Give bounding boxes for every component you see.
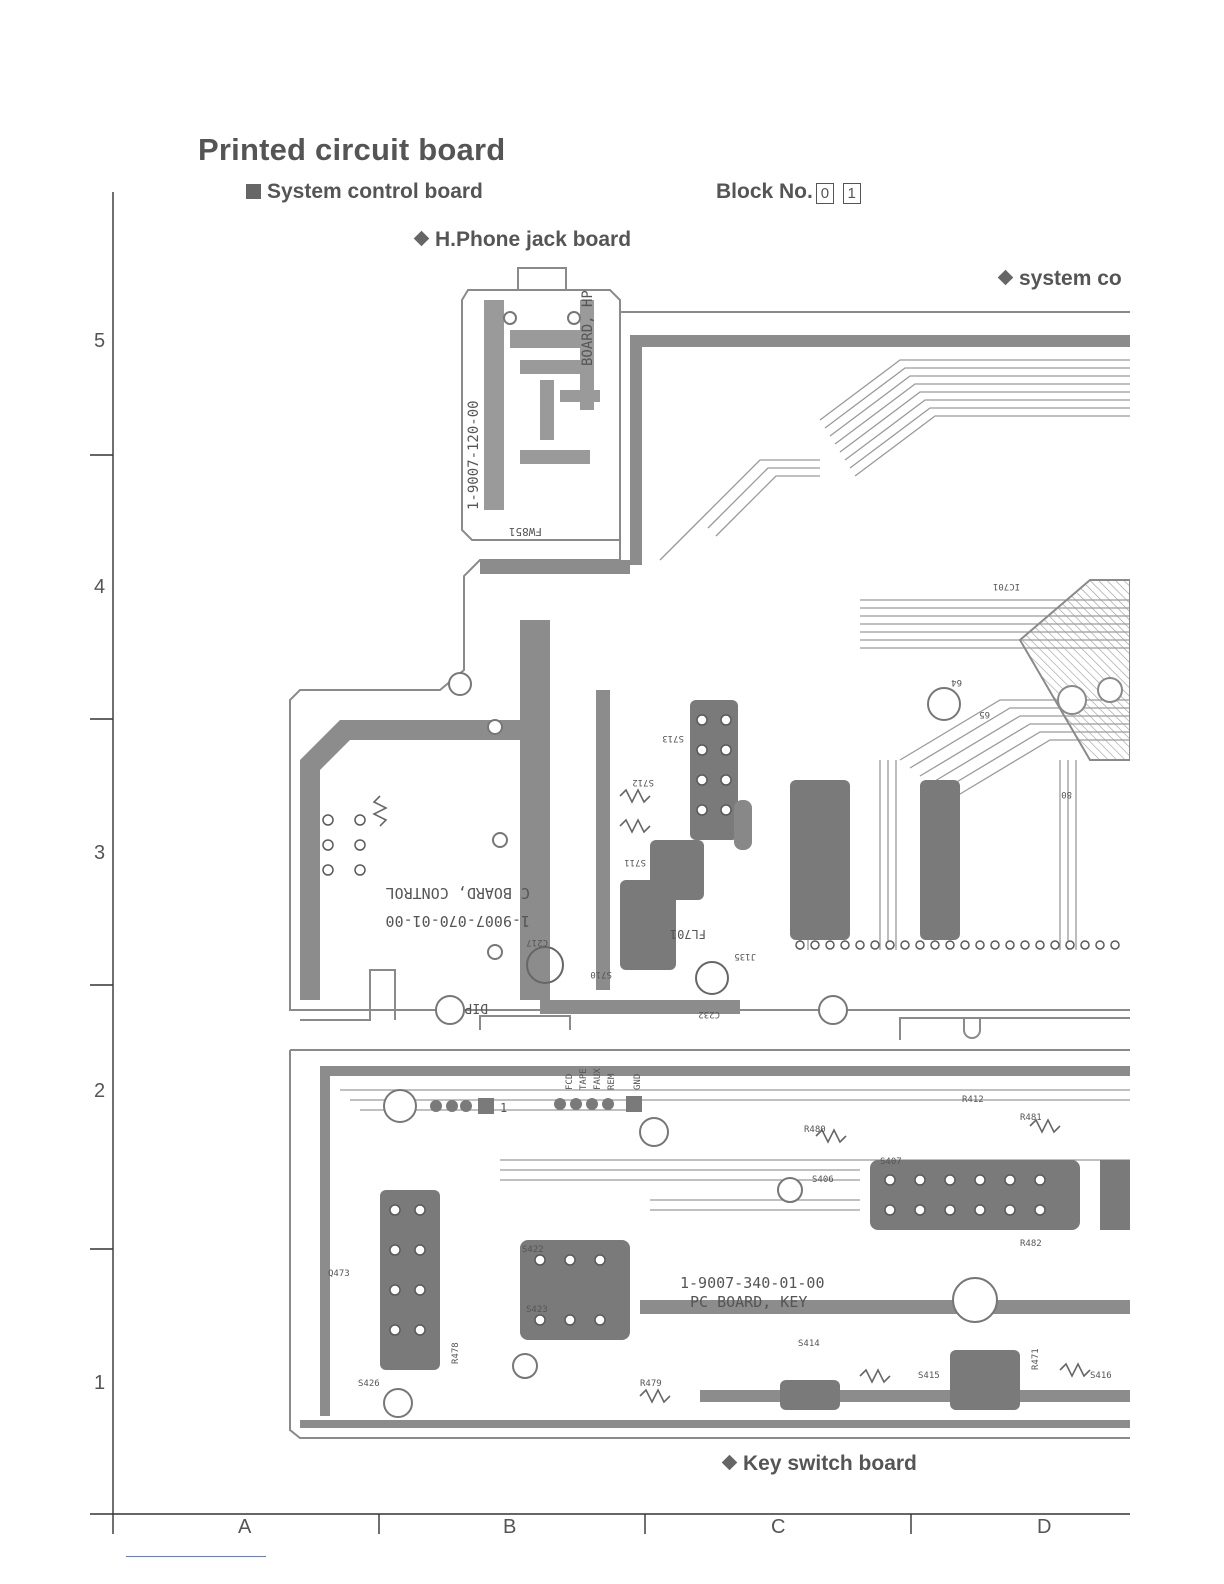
mk-c217: C217 [526,937,548,947]
mk-j135: J135 [734,951,756,961]
connector-pads [430,1096,642,1114]
row-label-5: 5 [94,330,106,352]
mk-r478: R478 [451,1342,461,1364]
mk-r479: R479 [640,1379,662,1389]
resistors [372,788,1091,1404]
mk-board-hp: BOARD, HP [580,290,596,366]
row-label-1: 1 [94,1372,106,1394]
mk-pin64: 64 [951,677,962,687]
mk-s423: S423 [526,1305,548,1315]
mk-fw851: FW851 [509,525,542,538]
block-num-0: 0 [815,183,834,204]
headphone-board-label: H.Phone jack board [413,228,632,252]
grid-frame [90,192,1130,1534]
system-board-text: system co [1019,267,1122,290]
board-cutouts [300,969,1130,1040]
mk-q473: Q473 [328,1269,350,1279]
key-board-text: Key switch board [743,1452,917,1475]
square-bullet-icon [246,184,261,199]
mk-s406: S406 [812,1175,834,1185]
c217-body [526,946,564,984]
switch-pads [380,700,1130,1410]
hp-board-traces [484,300,600,510]
pad-dots [322,714,1120,1336]
mk-tape: TAPE [579,1068,589,1090]
headphone-board [461,267,621,541]
mk-r412: R412 [962,1095,984,1105]
c232-body [695,961,729,995]
block-label: Block No. [716,180,813,203]
mk-ic701: IC701 [993,581,1020,591]
mk-r480: R480 [804,1125,826,1135]
subtitle-text: System control board [267,180,483,203]
mk-s407: S407 [880,1157,902,1167]
capacitor [734,800,752,850]
mk-r482: R482 [1020,1239,1042,1249]
mk-ctrl-pn: 1-9007-070-01-00 [386,912,531,930]
mk-pin80: 80 [1061,789,1072,799]
row-label-4: 4 [94,576,106,598]
row-label-2: 2 [94,1080,106,1102]
mk-ctrl-board: C BOARD, CONTROL [386,884,531,902]
col-label-d: D [1037,1516,1052,1538]
headphone-board-text: H.Phone jack board [435,228,632,251]
mk-r471: R471 [1031,1348,1041,1370]
footer-line [126,1556,266,1557]
mk-s414: S414 [798,1339,820,1349]
ic-mark-2 [1097,677,1123,703]
ic-mark [1057,685,1087,715]
mk-fcd: FCD [565,1074,575,1090]
mk-s426: S426 [358,1379,380,1389]
mk-s713: S713 [662,733,684,743]
block-number: Block No.0 1 [716,180,861,204]
key-board-label: Key switch board [721,1452,917,1476]
block-num-1: 1 [842,183,861,204]
silkscreen: BOARD, HP 1-9007-120-00 FW851 C BOARD, C… [328,290,1112,1389]
mk-rem: REM [607,1073,617,1090]
col-label-a: A [238,1516,252,1538]
mk-c232: C232 [698,1009,720,1019]
mk-s710: S710 [590,969,612,979]
mk-s712: S712 [632,777,654,787]
mk-s415: S415 [918,1371,940,1381]
system-board-label: system co [997,267,1122,291]
mk-r481: R481 [1020,1113,1042,1123]
mk-fl701: FL701 [670,927,706,941]
mk-pin1: 1 [500,1101,507,1115]
mounting-holes [383,311,998,1418]
page-title: Printed circuit board [198,132,506,167]
col-label-b: B [503,1516,517,1538]
mk-key-pn: 1-9007-340-01-00 [680,1274,825,1292]
mk-pin65: 65 [979,709,990,719]
mk-pn-hp: 1-9007-120-00 [466,400,482,510]
mk-dip: DIP [464,1000,488,1015]
mk-key-board: PC BOARD, KEY [690,1293,807,1311]
ic701-outline [1018,579,1130,761]
section-subtitle: System control board [246,180,483,204]
mk-s422: S422 [522,1245,544,1255]
col-label-c: C [771,1516,786,1538]
mk-s711: S711 [624,857,646,867]
mk-gnd: GND [633,1074,643,1090]
mk-s416: S416 [1090,1371,1112,1381]
row-label-3: 3 [94,842,106,864]
mk-faux: FAUX [593,1068,603,1090]
